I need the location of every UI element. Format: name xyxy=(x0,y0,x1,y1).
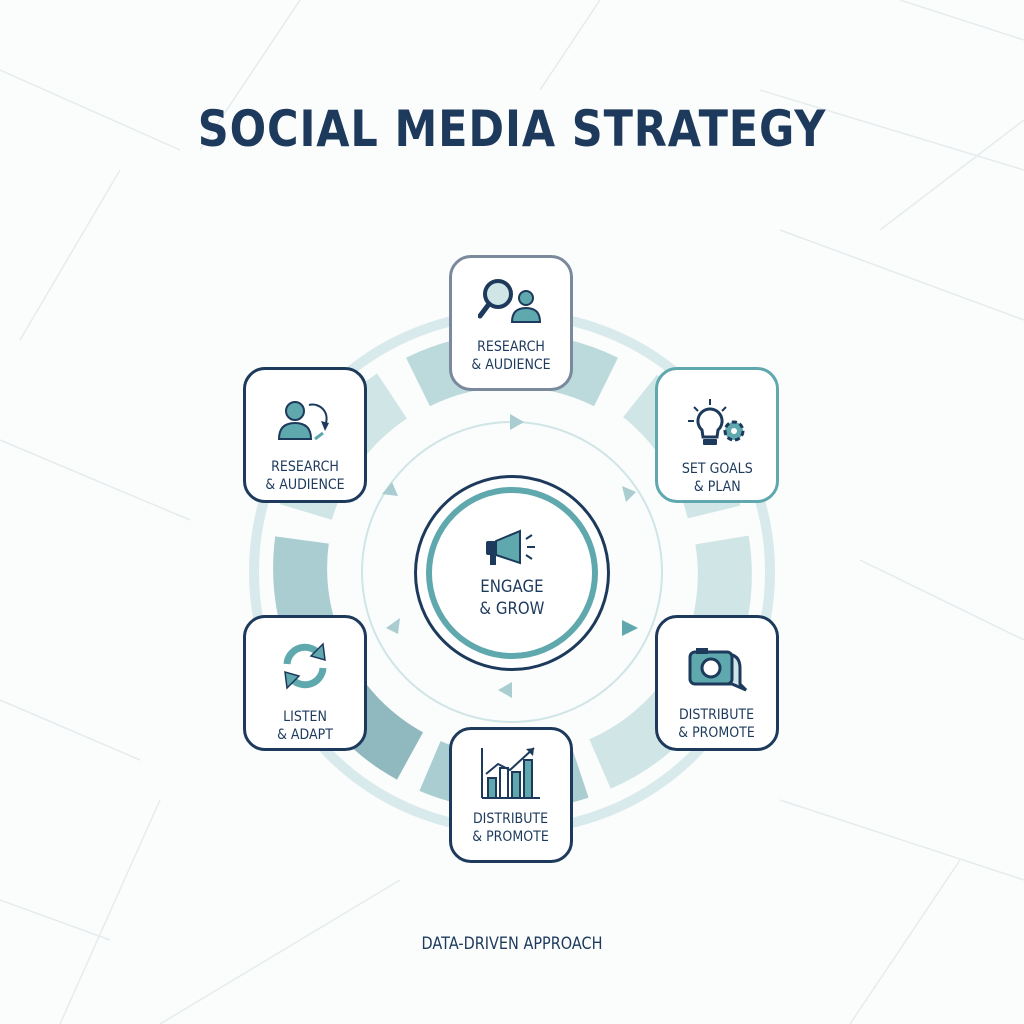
flow-arrow-top-left xyxy=(382,482,398,496)
step-label: LISTEN & ADAPT xyxy=(277,709,333,743)
camera-chat-icon xyxy=(682,640,752,700)
flow-arrow-top xyxy=(510,414,524,430)
step-label: DISTRIBUTE & PROMOTE xyxy=(472,811,550,845)
lightbulb-gear-icon xyxy=(682,394,752,454)
search-user-icon xyxy=(476,272,546,332)
step-card-listen-adapt: LISTEN & ADAPT xyxy=(243,615,367,751)
footer-caption: DATA-DRIVEN APPROACH xyxy=(421,934,603,954)
step-card-distribute-promote-right: DISTRIBUTE & PROMOTE xyxy=(655,615,779,751)
flow-arrow-right xyxy=(622,620,638,636)
step-label: SET GOALS & PLAN xyxy=(681,461,753,495)
center-hub: ENGAGE & GROW xyxy=(414,475,610,671)
step-label: RESEARCH & AUDIENCE xyxy=(265,459,345,493)
step-card-research-audience-top: RESEARCH & AUDIENCE xyxy=(449,255,573,391)
step-label: RESEARCH & AUDIENCE xyxy=(471,339,551,373)
refresh-cycle-icon xyxy=(270,636,340,696)
step-label: DISTRIBUTE & PROMOTE xyxy=(678,707,756,741)
user-cycle-icon xyxy=(270,392,340,452)
flow-arrow-left xyxy=(386,618,400,634)
flow-arrow-bottom xyxy=(498,682,512,698)
flow-arrow-top-right xyxy=(622,486,636,502)
bar-chart-growth-icon xyxy=(476,744,546,804)
step-card-set-goals-plan: SET GOALS & PLAN xyxy=(655,367,779,503)
center-label: ENGAGE & GROW xyxy=(479,576,545,619)
step-card-research-audience-left: RESEARCH & AUDIENCE xyxy=(243,367,367,503)
step-card-distribute-promote-bottom: DISTRIBUTE & PROMOTE xyxy=(449,727,573,863)
page-title: SOCIAL MEDIA STRATEGY xyxy=(197,100,827,158)
megaphone-icon xyxy=(480,527,544,572)
